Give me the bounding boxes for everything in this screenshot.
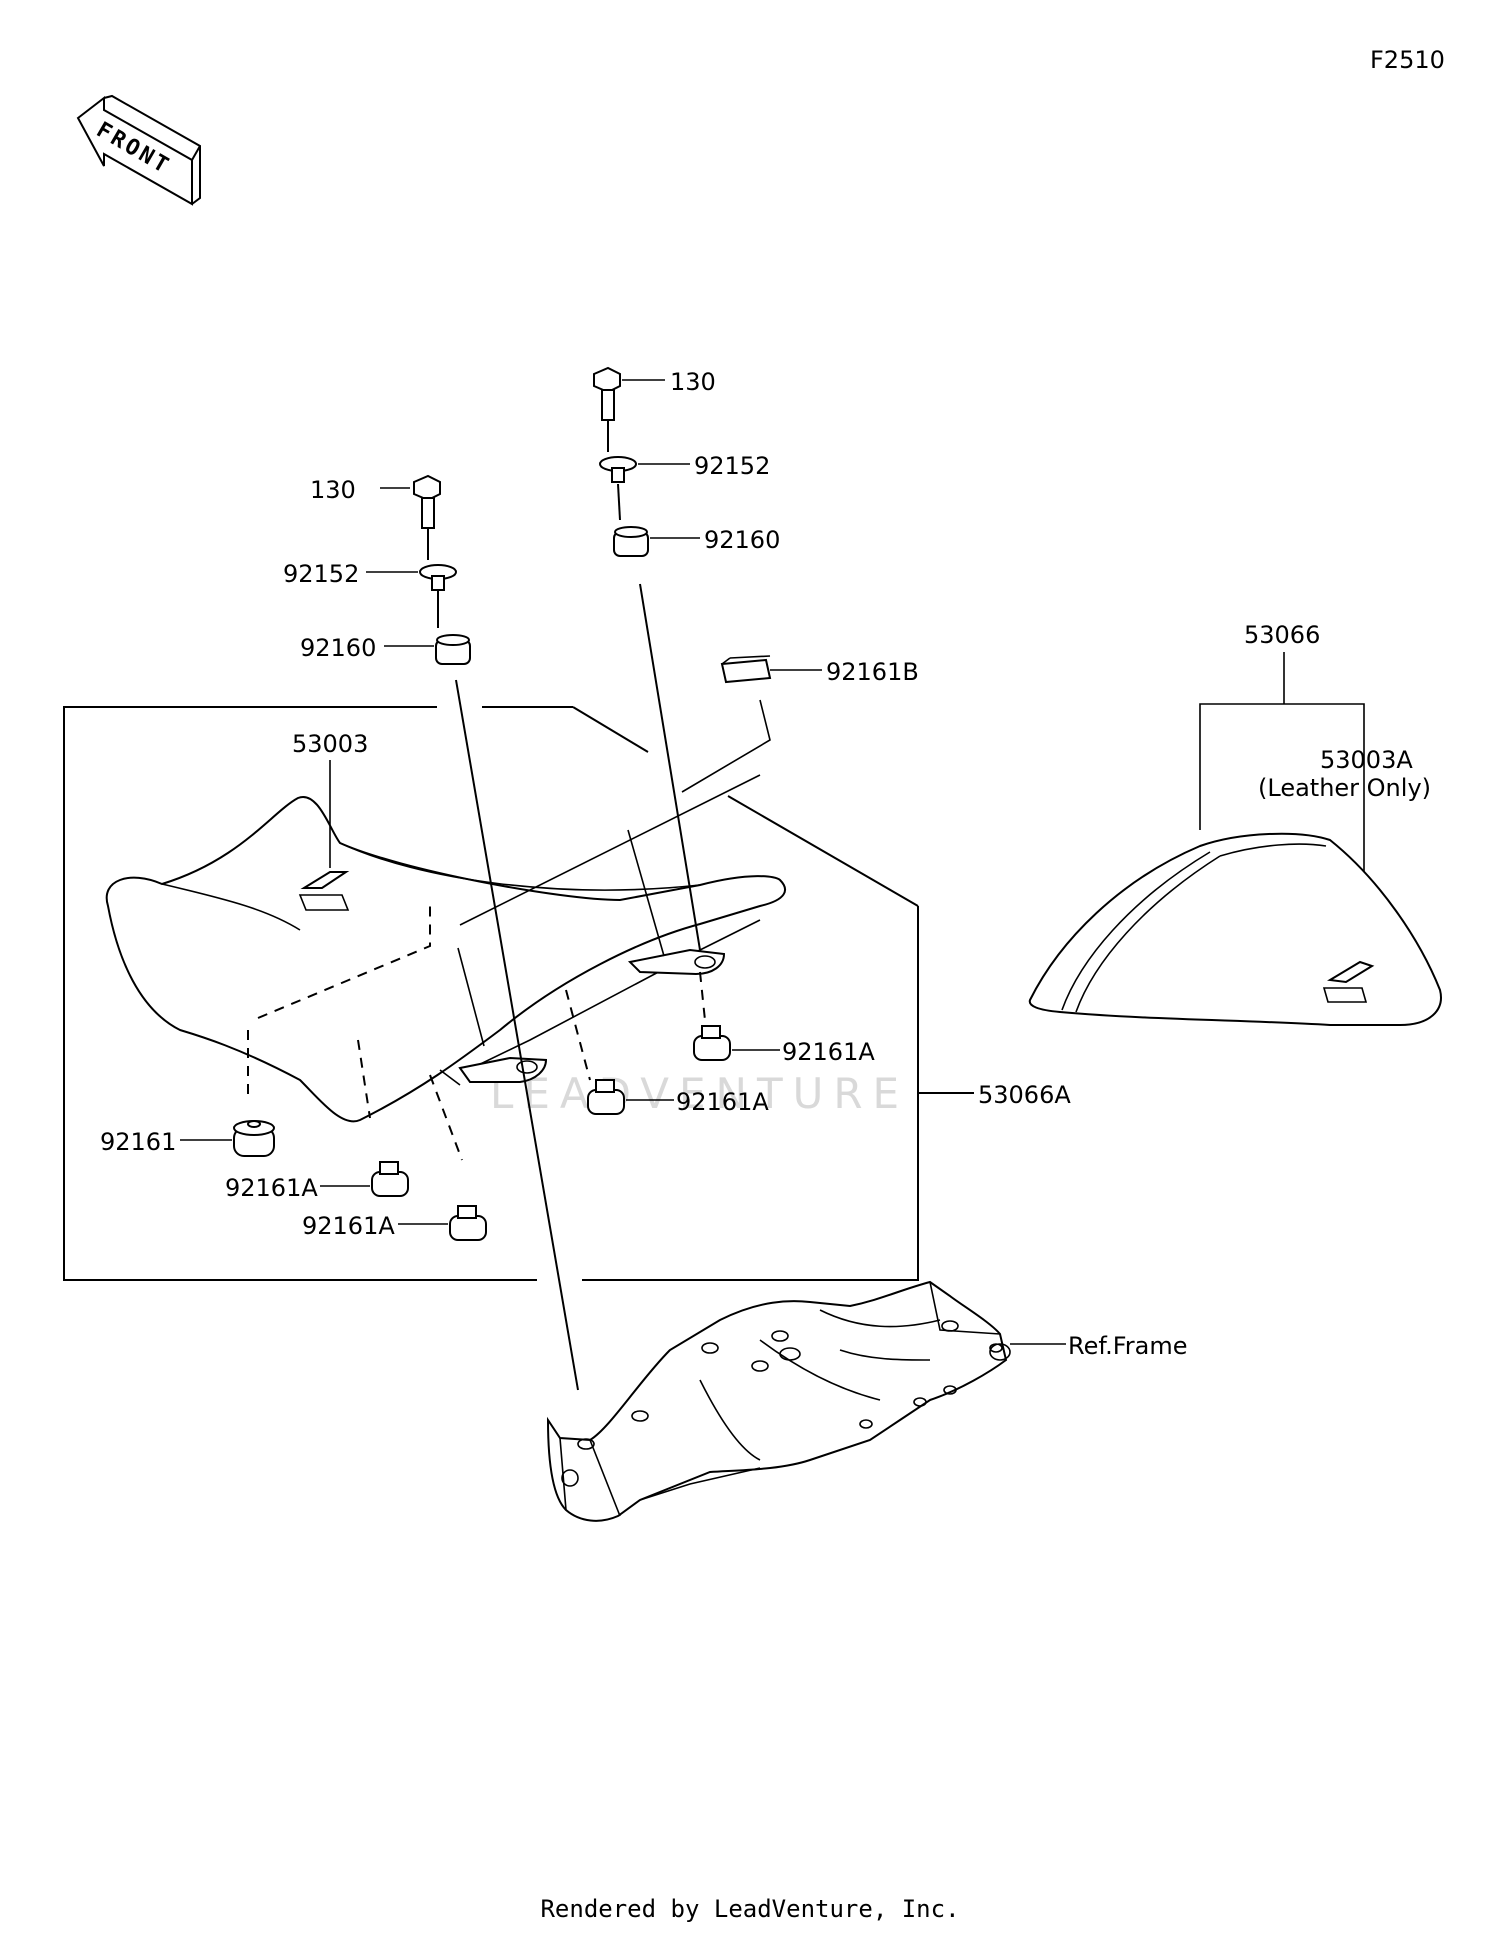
front-arrow-icon: FRONT	[76, 94, 201, 206]
label-seat-assembly: 53066A	[978, 1081, 1071, 1109]
label-cover-a: 53003A	[1320, 746, 1413, 774]
label-seat-cover-kit: 53066	[1244, 621, 1320, 649]
seat-body	[105, 699, 786, 1161]
label-frame: Ref.Frame	[1068, 1332, 1187, 1360]
diagram-code: F2510	[1370, 46, 1445, 74]
label-damper-a3: 92161A	[676, 1088, 769, 1116]
left-damper-icon	[435, 634, 471, 665]
label-damper-front: 92161	[100, 1128, 176, 1156]
right-damper-icon	[613, 526, 649, 557]
label-washer-left: 92152	[283, 560, 359, 588]
label-damper-a1: 92161A	[225, 1174, 318, 1202]
right-washer-icon	[599, 456, 637, 483]
label-damper-left: 92160	[300, 634, 376, 662]
label-tag: 92161B	[826, 658, 919, 686]
damper-a3-icon	[587, 1079, 625, 1115]
label-cover-a-note: (Leather Only)	[1258, 774, 1431, 802]
damper-a1-icon	[371, 1161, 409, 1197]
left-bolt-icon	[413, 474, 441, 529]
left-washer-icon	[419, 564, 457, 591]
label-damper-a4: 92161A	[782, 1038, 875, 1066]
label-seat-cover: 53003	[292, 730, 368, 758]
label-bolt-right: 130	[670, 368, 716, 396]
front-damper-icon	[233, 1120, 275, 1157]
label-damper-a2: 92161A	[302, 1212, 395, 1240]
tag-icon	[720, 655, 772, 684]
pillion-seat-icon	[1028, 832, 1442, 1026]
label-bolt-left: 130	[310, 476, 356, 504]
label-washer-right: 92152	[694, 452, 770, 480]
label-damper-right: 92160	[704, 526, 780, 554]
assembly-bracket	[63, 706, 537, 1281]
frame-icon	[546, 1280, 1011, 1522]
right-bolt-icon	[593, 366, 621, 421]
watermark-text: LEADVENTURE	[490, 1069, 909, 1118]
footer-credit: Rendered by LeadVenture, Inc.	[540, 1895, 960, 1923]
damper-a2-icon	[449, 1205, 487, 1241]
damper-a4-icon	[693, 1025, 731, 1061]
